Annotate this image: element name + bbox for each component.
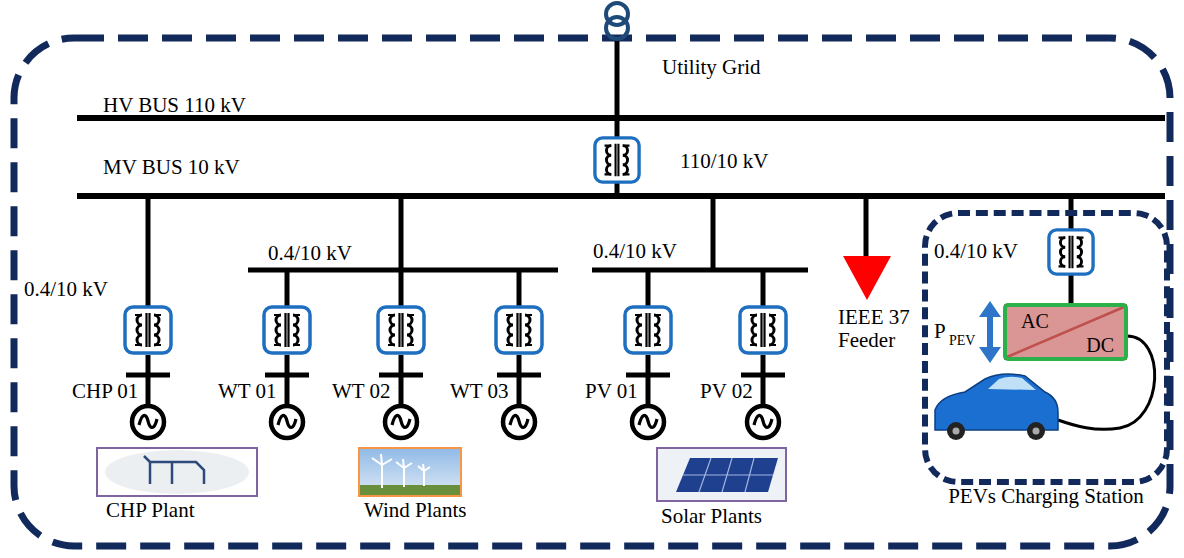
grid-label: Utility Grid: [662, 56, 761, 79]
node-title: CHP Plant: [106, 499, 195, 522]
generator-label: WT 03: [450, 380, 509, 403]
main-transformer: [595, 138, 639, 196]
solar-plant-picture: [656, 447, 787, 502]
transformer-symbols: [125, 230, 1093, 353]
generator-label: WT 02: [332, 380, 391, 403]
transformer-rating: 110/10 kV: [680, 150, 768, 173]
generator-label: CHP 01: [72, 380, 138, 403]
ac-dc-converter: AC DC: [1003, 303, 1128, 361]
converter-symbol: [1005, 305, 1126, 359]
transformer-rating: 0.4/10 kV: [593, 240, 677, 263]
generator-label: WT 01: [218, 380, 277, 403]
node-title: Wind Plants: [364, 499, 466, 522]
node-title: AC: [1021, 310, 1049, 332]
transformer-rating: 0.4/10 kV: [934, 240, 1018, 263]
bus-bars: [77, 118, 1165, 196]
bus-label: HV BUS 110 kV: [103, 94, 246, 117]
transformer-rating: 0.4/10 kV: [24, 278, 108, 301]
transformer-rating: 0.4/10 kV: [268, 242, 352, 265]
node-text: DC: [1086, 334, 1114, 356]
feeder-wires: [126, 196, 1071, 405]
node-title: Solar Plants: [661, 505, 762, 528]
chp-plant-picture: [105, 450, 249, 494]
bus-label: MV BUS 10 kV: [103, 156, 240, 179]
node-title: PEVs Charging Station: [948, 485, 1144, 508]
system-boundary: [14, 38, 1170, 546]
feeder-label: IEEE 37 Feeder: [838, 306, 916, 352]
plant-frame: CHP Plant: [96, 447, 258, 497]
plant-frame: Solar Plants: [656, 447, 787, 502]
generator-label: PV 01: [585, 380, 638, 403]
electric-car: [935, 374, 1058, 440]
generator-symbols: [132, 406, 779, 438]
power-flow-arrow: [979, 301, 1001, 363]
wind-plant-picture: [358, 447, 462, 497]
load-triangle: [843, 256, 891, 300]
plant-frame: Wind Plants: [358, 447, 462, 497]
generator-label: PV 02: [700, 380, 753, 403]
power-subscript: PEV: [949, 333, 975, 348]
power-symbol: P: [934, 320, 946, 343]
